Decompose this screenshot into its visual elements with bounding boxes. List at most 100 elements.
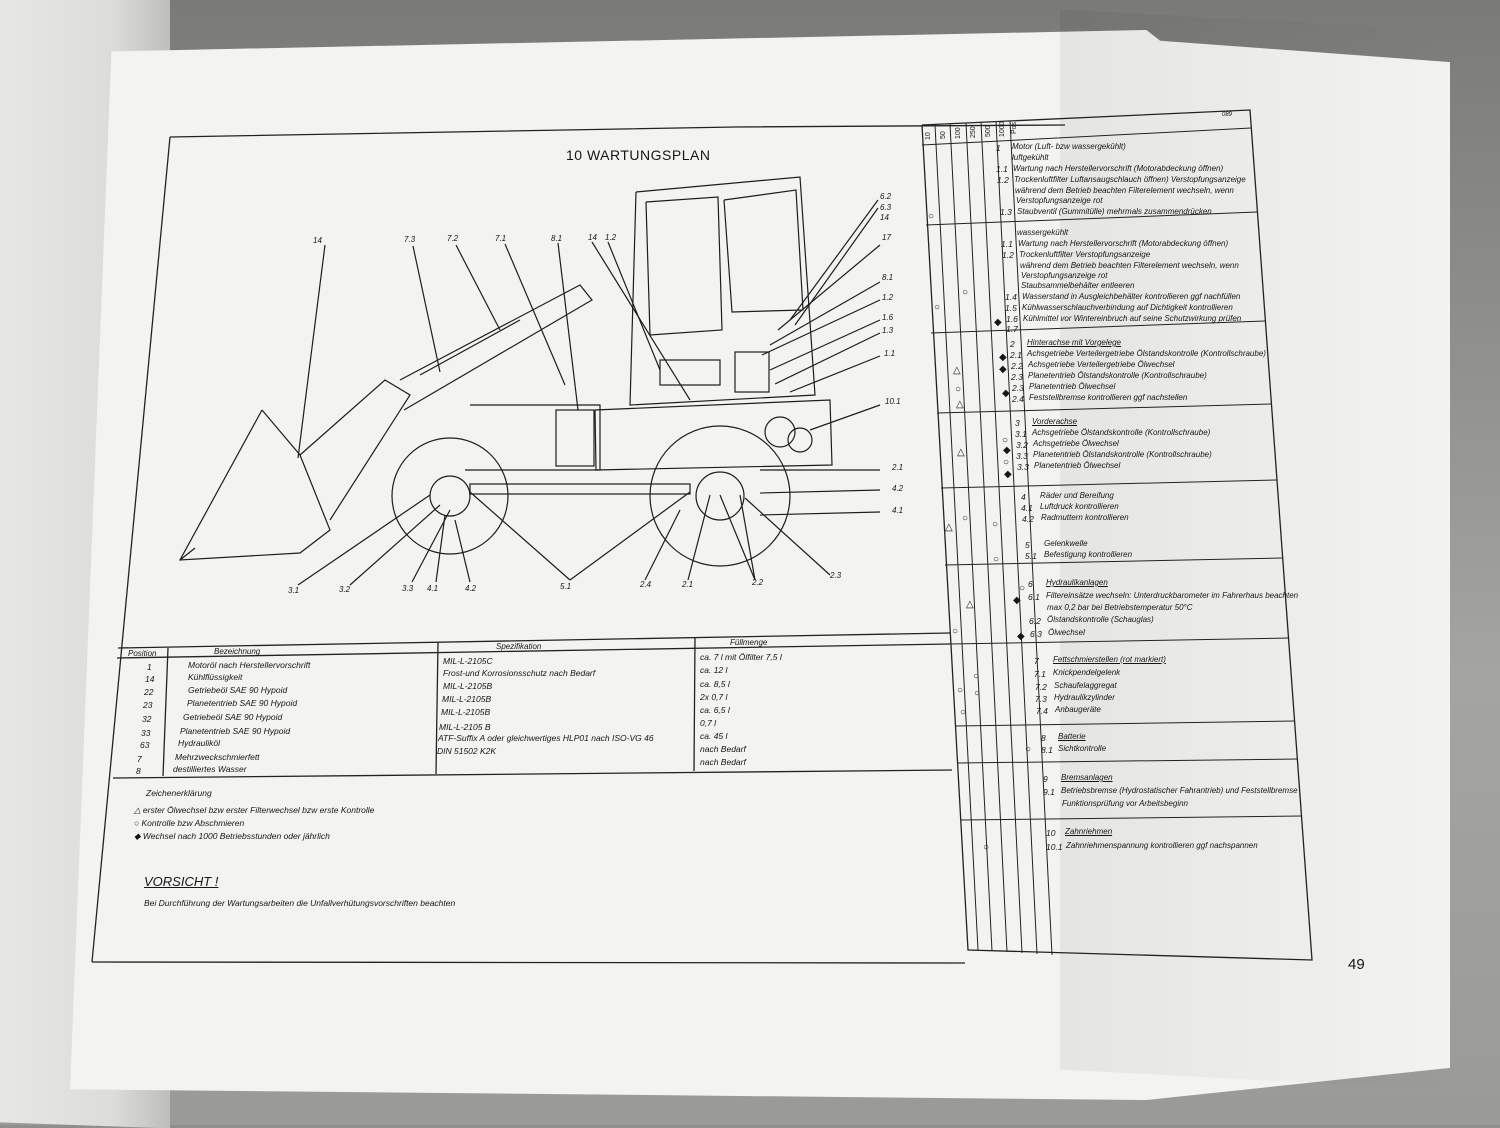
spec-qty: ca. 7 l mit Ölfilter 7,5 l (700, 652, 782, 662)
front-wheel (391, 437, 509, 555)
spec-name: Planetentrieb SAE 90 Hypoid (187, 698, 298, 708)
schedule-text: Kühlmittel vor Wintereinbruch auf seine … (1023, 314, 1242, 323)
drawing-label: 7.1 (495, 234, 507, 243)
schedule-num: 1.1 (1001, 239, 1013, 249)
schedule-text: Wartung nach Herstellervorschrift (Motor… (1018, 239, 1229, 248)
drawing-label: 1.3 (882, 326, 894, 335)
spec-header-position: Position (128, 649, 157, 658)
circle-icon: ○ (134, 818, 140, 828)
schedule-text: Funktionsprüfung vor Arbeitsbeginn (1062, 799, 1188, 808)
schedule-text: Batterie (1058, 732, 1086, 741)
spec-table-bottom-line (112, 769, 953, 779)
bucket (178, 409, 331, 561)
spec-qty: ca. 12 l (700, 665, 728, 675)
spec-col-sep (693, 637, 696, 772)
drawing-label: 8.1 (882, 273, 894, 282)
schedule-text: Anbaugeräte (1055, 705, 1101, 714)
triangle-icon: △ (966, 599, 974, 610)
schedule-num: 3.3 (1017, 462, 1029, 472)
schedule-num: 4.2 (1022, 514, 1034, 524)
spec-table-top-line (117, 632, 951, 649)
spec-position: 14 (145, 674, 155, 684)
circle-icon: ○ (1019, 583, 1026, 594)
page-number: 49 (1348, 956, 1365, 973)
warning-text: Bei Durchführung der Wartungsarbeiten di… (144, 898, 456, 908)
drawing-label: 1.1 (884, 349, 896, 358)
legend-text: Kontrolle bzw Abschmieren (141, 818, 245, 828)
circle-icon: ○ (952, 626, 959, 637)
schedule-num: 7.1 (1034, 669, 1046, 679)
schedule-num: 1.7 (1006, 324, 1018, 334)
schedule-text: Ölstandskontrolle (Schauglas) (1047, 615, 1154, 624)
diamond-icon: ◆ (1004, 469, 1012, 480)
schedule-num: 8.1 (1041, 745, 1053, 755)
drawing-label: 1.2 (605, 233, 617, 242)
circle-icon: ○ (962, 287, 969, 298)
spec-position: 23 (143, 700, 153, 710)
schedule-num: 9.1 (1043, 787, 1055, 797)
triangle-icon: △ (953, 365, 961, 376)
drawing-label: 4.2 (892, 484, 904, 493)
interval-header: 50 (940, 131, 947, 139)
manual-page (70, 30, 1450, 1100)
schedule-text: max 0,2 bar bei Betriebstemperatur 50°C (1047, 603, 1193, 612)
schedule-text: Hydraulikzylinder (1054, 693, 1115, 702)
schedule-num: 5.1 (1025, 551, 1037, 561)
border-top (169, 124, 1066, 138)
schedule-text: Hinterachse mit Vorgelege (1027, 338, 1121, 347)
schedule-text: während dem Betrieb beachten Filtereleme… (1015, 186, 1234, 195)
schedule-num: 2.3 (1011, 372, 1023, 382)
schedule-num: 1.5 (1005, 303, 1017, 313)
schedule-text: luftgekühlt (1012, 153, 1049, 162)
interval-header: 250 (970, 126, 977, 138)
schedule-text: Achsgetriebe Ölstandskontrolle (Kontroll… (1032, 428, 1211, 437)
drawing-label: 14 (313, 236, 322, 245)
schedule-num: 7.3 (1035, 694, 1047, 704)
schedule-text: Fettschmierstellen (rot markiert) (1053, 655, 1166, 664)
schedule-num: 7.4 (1036, 706, 1048, 716)
circle-icon: ○ (1003, 457, 1010, 468)
schedule-num: 2.3 (1012, 383, 1024, 393)
spec-qty: nach Bedarf (700, 757, 746, 767)
schedule-text: Luftdruck kontrollieren (1040, 502, 1119, 511)
schedule-text: Befestigung kontrollieren (1044, 550, 1133, 559)
schedule-text: Verstopfungsanzeige rot (1021, 271, 1108, 280)
drive-shaft (469, 483, 691, 495)
schedule-num: 9 (1043, 774, 1048, 784)
circle-icon: ○ (1025, 744, 1032, 755)
schedule-text: Ölwechsel (1048, 628, 1085, 637)
schedule-text: Achsgetriebe Verteilergetriebe Ölwechsel (1028, 360, 1175, 369)
interval-header: 10 (925, 132, 932, 140)
schedule-num: 2.4 (1012, 394, 1024, 404)
drawing-label: 2.4 (640, 580, 652, 589)
schedule-num: 3.1 (1015, 429, 1027, 439)
diamond-icon: ◆ (1013, 595, 1021, 606)
spec-position: 32 (142, 714, 152, 724)
schedule-num: 8 (1041, 733, 1046, 743)
schedule-num: 6.2 (1029, 616, 1041, 626)
schedule-text: Planetentrieb Ölwechsel (1034, 461, 1121, 470)
spec-position: 7 (137, 754, 142, 764)
diamond-icon: ◆ (1003, 445, 1011, 456)
schedule-num: 1.6 (1006, 314, 1018, 324)
spec-spec: MIL-L-2105 B (439, 722, 491, 732)
legend-item: ○ Kontrolle bzw Abschmieren (134, 818, 244, 828)
legend-item: △ erster Ölwechsel bzw erster Filterwech… (134, 805, 374, 816)
schedule-num: 2 (1010, 339, 1015, 349)
spec-spec: MIL-L-2105B (442, 694, 492, 704)
spec-name: Kühlflüssigkeit (188, 672, 243, 682)
spec-position: 63 (140, 740, 150, 750)
drawing-label: 3.2 (339, 585, 351, 594)
schedule-num: 10 (1046, 828, 1056, 838)
drawing-label: 10.1 (885, 397, 901, 406)
legend-item: ◆ Wechsel nach 1000 Betriebsstunden oder… (134, 831, 330, 842)
schedule-text: Achsgetriebe Ölwechsel (1033, 439, 1119, 448)
triangle-icon: △ (945, 522, 953, 533)
drawing-label: 4.1 (892, 506, 904, 515)
drawing-label: 14 (588, 233, 597, 242)
circle-icon: ○ (928, 211, 935, 222)
schedule-num: 1.1 (996, 164, 1008, 174)
circle-icon: ○ (957, 685, 964, 696)
circle-icon: ○ (992, 519, 999, 530)
